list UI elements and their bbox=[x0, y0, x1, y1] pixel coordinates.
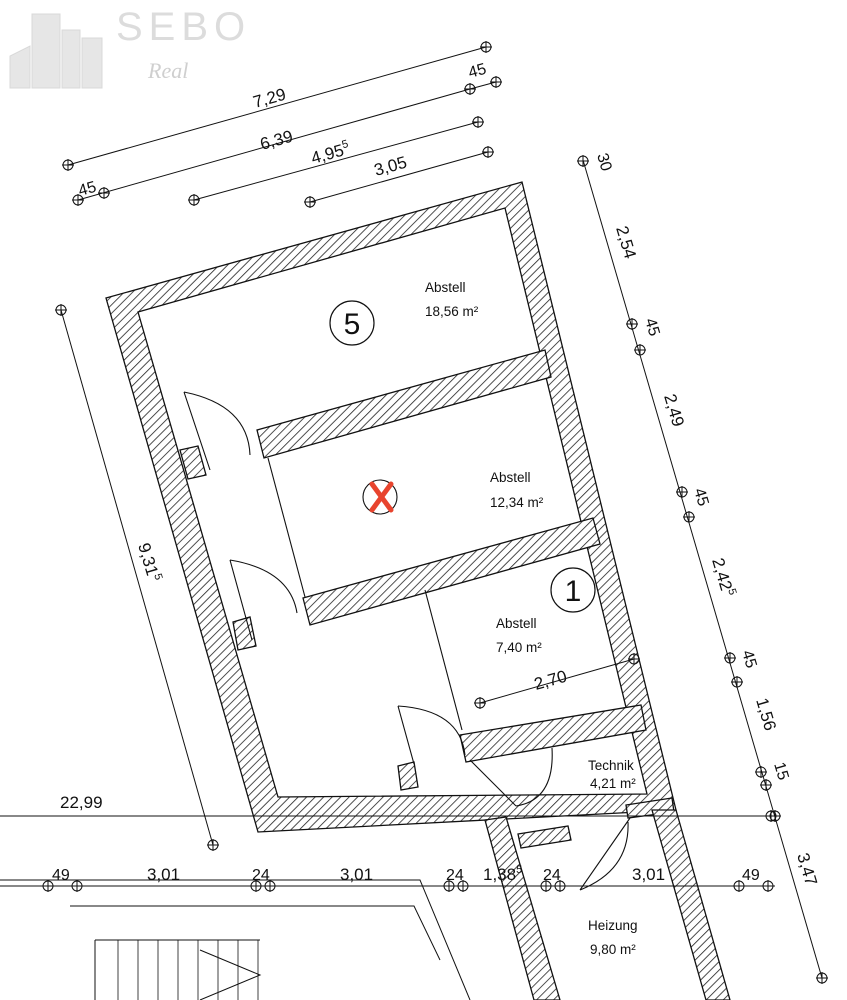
staircase bbox=[0, 879, 471, 1000]
heizung-wall-right bbox=[651, 809, 731, 1000]
heizung-stub bbox=[517, 825, 572, 849]
room-1: 1 Abstell 7,40 m² bbox=[496, 567, 596, 655]
room-5-name: Abstell bbox=[425, 280, 466, 295]
dim-top-6-39: 6,39 bbox=[258, 127, 295, 154]
heizung-wall-left bbox=[484, 816, 561, 1000]
dim-inner-2-70: 2,70 bbox=[532, 667, 569, 694]
dim-bottom-24-c: 24 bbox=[543, 867, 561, 884]
dim-bottom-1-38-value: 1,38 bbox=[483, 865, 516, 884]
dim-right-1-56: 1,56 bbox=[752, 696, 780, 733]
dim-top-45-right: 45 bbox=[467, 61, 489, 82]
dimension-bottom-labels: 22,99 49 3,01 24 3,01 24 1,385 24 3,01 4… bbox=[52, 793, 760, 884]
room-crossed: Abstell 12,34 m² bbox=[362, 470, 544, 515]
dim-right-45-a: 45 bbox=[641, 316, 662, 338]
dim-right-3-47: 3,47 bbox=[793, 851, 821, 888]
partition-wall-upper bbox=[256, 349, 552, 459]
heizung-area: 9,80 m² bbox=[590, 942, 636, 957]
dimension-top-markers bbox=[62, 41, 502, 208]
dim-right-2-49: 2,49 bbox=[660, 392, 688, 429]
dim-bottom-3-01-a: 3,01 bbox=[147, 865, 180, 884]
partition-wall-lower bbox=[459, 704, 647, 763]
door-lower bbox=[397, 705, 466, 765]
room-1-area: 7,40 m² bbox=[496, 640, 542, 655]
room-1-number: 1 bbox=[565, 575, 582, 608]
room-5-area: 18,56 m² bbox=[425, 304, 479, 319]
door-heizung bbox=[579, 817, 631, 891]
dim-bottom-22-99: 22,99 bbox=[60, 793, 103, 812]
dim-right-45-c: 45 bbox=[738, 648, 759, 670]
dim-top-45-left: 45 bbox=[77, 179, 99, 200]
room-5: 5 Abstell 18,56 m² bbox=[329, 280, 479, 346]
dim-top-4-95: 4,955 bbox=[309, 138, 352, 168]
dim-top-4-95-value: 4,95 bbox=[309, 141, 346, 168]
dim-right-2-54: 2,54 bbox=[612, 224, 640, 261]
door-middle bbox=[229, 559, 298, 641]
partition-wall-middle bbox=[302, 517, 601, 626]
sebo-logo: SEBO Real bbox=[9, 5, 251, 89]
dimension-top-labels: 7,29 6,39 4,955 3,05 45 45 bbox=[77, 61, 489, 200]
door-room-1 bbox=[424, 589, 463, 731]
dim-right-2-42-sup: 5 bbox=[725, 587, 738, 596]
corridor-stub-1 bbox=[179, 445, 207, 480]
dimension-bottom bbox=[0, 815, 775, 887]
dim-bottom-3-01-b: 3,01 bbox=[340, 865, 373, 884]
door-room-x bbox=[267, 457, 306, 598]
crossed-out-icon bbox=[369, 481, 394, 513]
door-upper bbox=[183, 391, 251, 471]
heizung-name: Heizung bbox=[588, 918, 638, 933]
dim-left-9-31: 9,315 bbox=[134, 540, 164, 583]
logo-sub: Real bbox=[147, 58, 188, 83]
logo-brand: SEBO bbox=[116, 5, 251, 49]
room-labels: 5 Abstell 18,56 m² Abstell 12,34 m² 1 Ab… bbox=[329, 280, 638, 957]
dim-bottom-1-38: 1,385 bbox=[483, 864, 522, 884]
dim-right-2-42-value: 2,42 bbox=[708, 556, 736, 593]
corridor-stub-2 bbox=[232, 616, 257, 651]
room-crossed-area: 12,34 m² bbox=[490, 495, 544, 510]
dim-bottom-24-b: 24 bbox=[446, 867, 464, 884]
room-1-name: Abstell bbox=[496, 616, 537, 631]
walls bbox=[105, 181, 731, 1000]
dim-bottom-3-01-c: 3,01 bbox=[632, 865, 665, 884]
building-logo-icon bbox=[9, 13, 103, 89]
doors bbox=[183, 391, 631, 891]
dim-bottom-49-left: 49 bbox=[52, 867, 70, 884]
door-technik bbox=[469, 747, 553, 807]
technik-area: 4,21 m² bbox=[590, 776, 636, 791]
room-crossed-name: Abstell bbox=[490, 470, 531, 485]
dim-left-9-31-sup: 5 bbox=[151, 572, 164, 581]
dimension-top bbox=[67, 46, 497, 203]
dimension-right bbox=[582, 159, 823, 979]
dim-bottom-49-right: 49 bbox=[742, 867, 760, 884]
room-5-number: 5 bbox=[344, 308, 361, 341]
dim-top-7-29: 7,29 bbox=[251, 85, 288, 112]
dim-bottom-24-a: 24 bbox=[252, 867, 270, 884]
room-technik: Technik 4,21 m² bbox=[588, 758, 636, 791]
corridor-stub-3 bbox=[397, 761, 419, 791]
dim-right-15: 15 bbox=[770, 760, 791, 782]
dim-bottom-1-38-sup: 5 bbox=[516, 864, 522, 876]
dim-right-45-b: 45 bbox=[690, 486, 711, 508]
technik-name: Technik bbox=[588, 758, 634, 773]
dim-right-30: 30 bbox=[593, 151, 614, 173]
dim-right-2-42: 2,425 bbox=[708, 555, 738, 598]
dim-top-4-95-sup: 5 bbox=[341, 138, 350, 151]
dim-left-9-31-value: 9,31 bbox=[134, 541, 162, 578]
room-heizung: Heizung 9,80 m² bbox=[588, 918, 638, 957]
